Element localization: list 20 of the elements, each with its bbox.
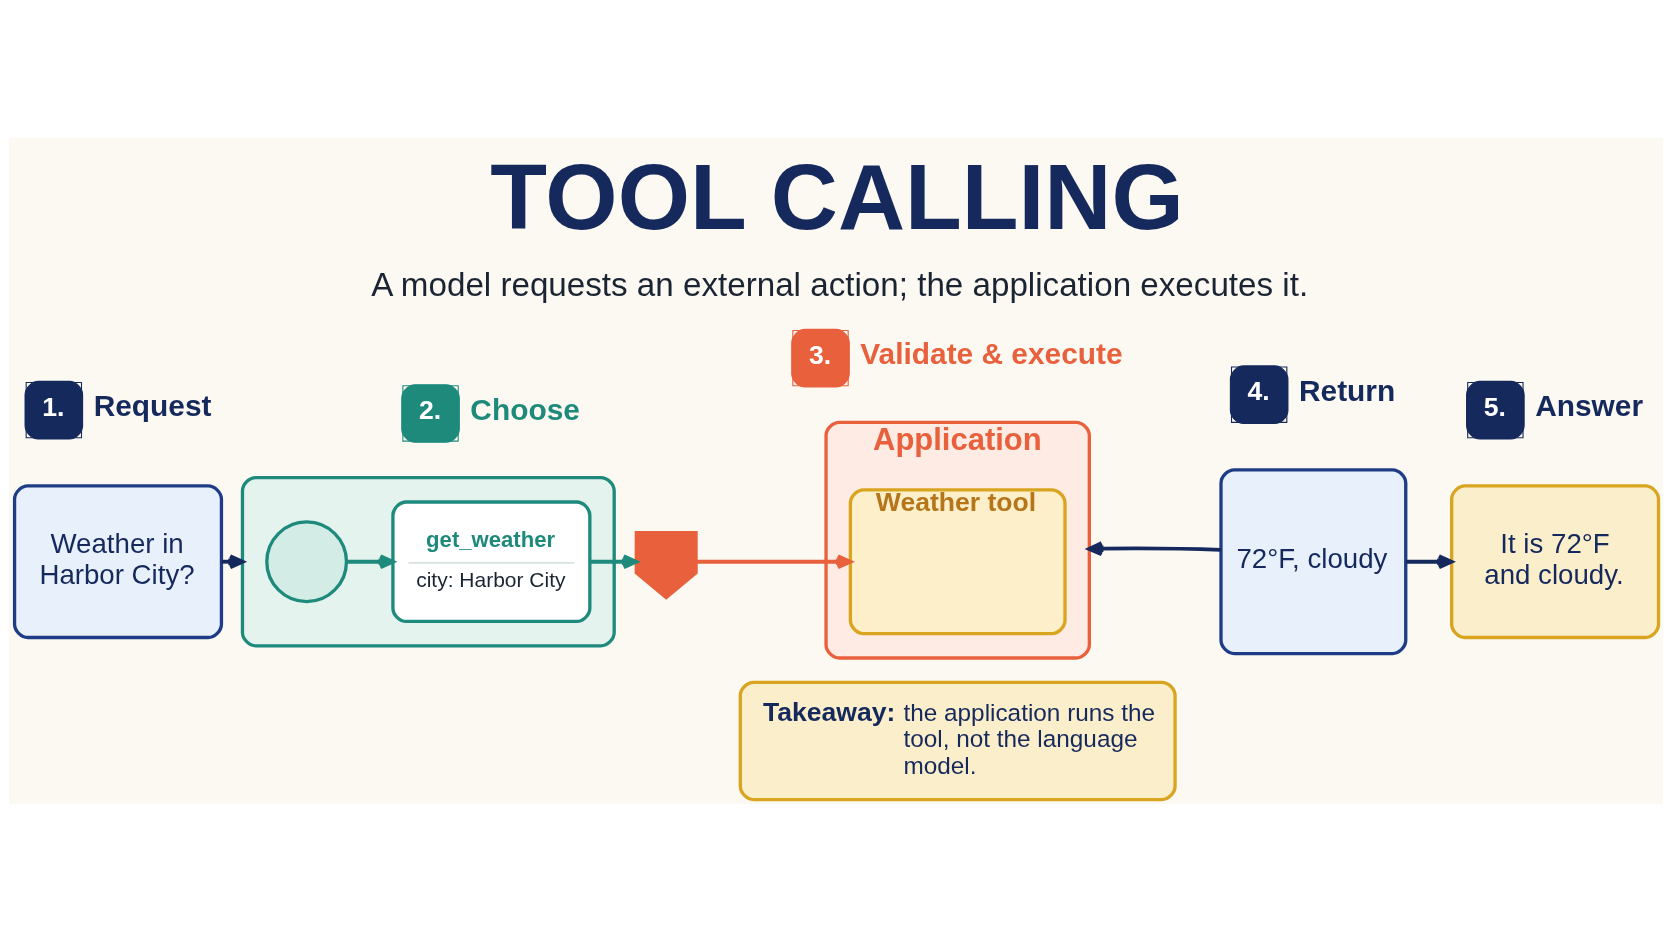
node-label: Choose	[470, 392, 580, 426]
caption: A model requests an external action; the application executes it.	[371, 265, 1309, 303]
node-circle	[265, 519, 349, 603]
node-box: Weather tool	[848, 487, 1067, 635]
arrow	[1406, 553, 1454, 569]
node-label: Return	[1298, 373, 1396, 407]
node-box: It is 72°F and cloudy.	[1450, 483, 1661, 639]
arrow	[346, 553, 395, 569]
node-label: Request	[93, 388, 212, 422]
node-shield	[634, 530, 698, 600]
arrow	[589, 553, 638, 569]
arrow	[1087, 540, 1221, 556]
arrow	[696, 553, 853, 569]
node-box: Weather in Harbor City?	[12, 483, 224, 639]
node-label: Answer	[1535, 388, 1644, 422]
node-box: get_weather city: Harbor City	[391, 499, 592, 623]
node-label: Validate & execute	[860, 336, 1123, 370]
diagram-title: TOOL CALLING	[490, 144, 1184, 249]
node-box: Takeaway: the application runs the tool, not the language model.	[738, 680, 1177, 801]
node-box: 72°F, cloudy	[1219, 467, 1408, 655]
